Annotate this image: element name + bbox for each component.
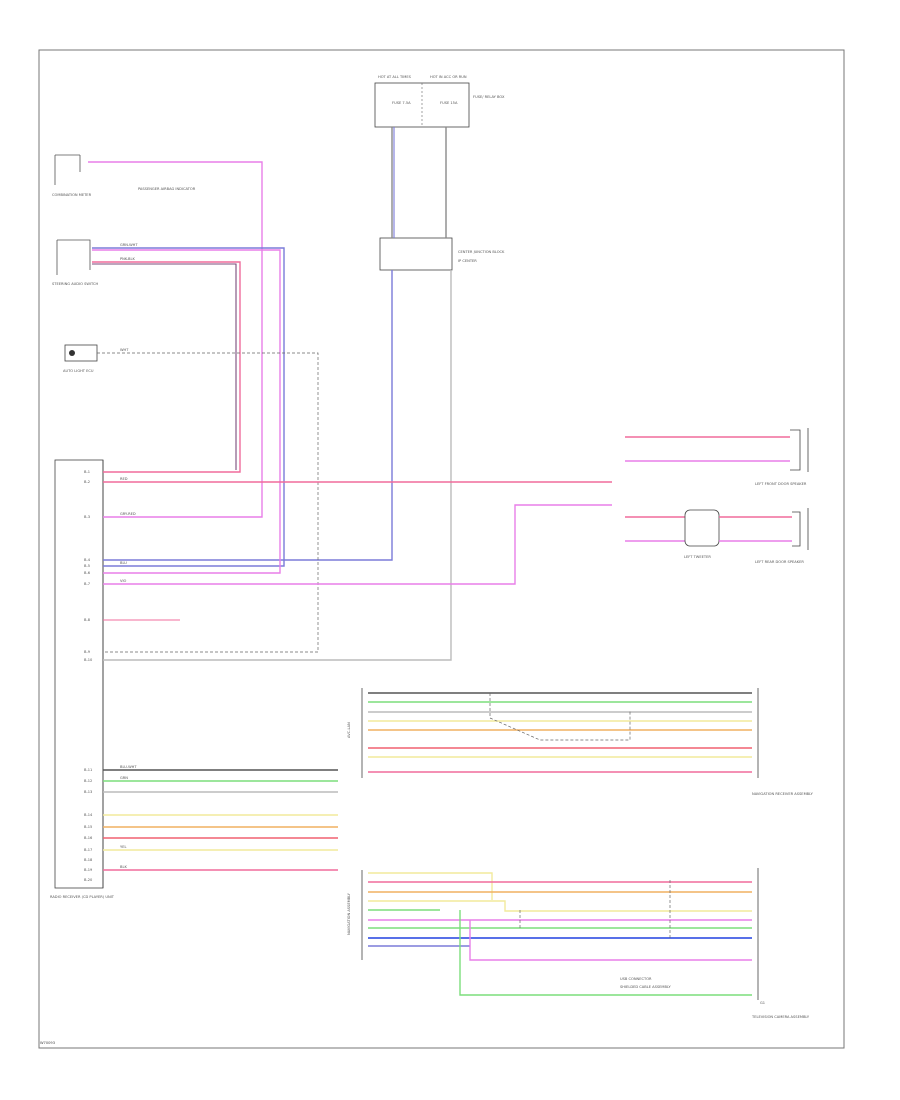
radio-pin-18: B-18 — [84, 858, 93, 862]
wire-steering-3 — [92, 261, 241, 473]
fuse-relay-box: HOT AT ALL TIMES HOT IN ACC OR RUN FUSE … — [374, 75, 505, 128]
wire-label-w4: GRY-RED — [120, 512, 136, 516]
radio-pin-15: B-15 — [84, 825, 92, 829]
radio-pin-8: B-8 — [84, 618, 91, 622]
camera-bus: NAVIGATION ASSEMBLY USB CONNECTOR SHIELD… — [347, 868, 810, 1019]
combination-meter: COMBINATION METER — [52, 154, 92, 197]
radio-pin-19: B-19 — [84, 868, 93, 872]
radio-pin-6: B-6 — [84, 571, 91, 575]
left-front-speaker: LEFT FRONT DOOR SPEAKER — [625, 428, 809, 486]
ecu-label: AUTO LIGHT ECU — [63, 369, 94, 373]
left-tweeter: LEFT TWEETER — [625, 509, 792, 559]
bus-upper-label: AVC-LAN — [347, 722, 351, 738]
wire-label-w2: BLU-WHT — [120, 765, 137, 769]
lf-speaker-label: LEFT FRONT DOOR SPEAKER — [755, 482, 807, 486]
radio-pin-7: B-7 — [84, 582, 90, 586]
cam-line-1 — [368, 872, 493, 900]
camera-label: TELEVISION CAMERA ASSEMBLY — [751, 1015, 810, 1019]
cam-line-11 — [459, 910, 752, 996]
radio-pin-4: B-4 — [84, 558, 91, 562]
radio-pin-10: B-10 — [84, 658, 93, 662]
radio-pin-9: B-9 — [84, 650, 91, 654]
wire-label-w8: YEL — [120, 845, 126, 849]
wire-steering-2 — [92, 249, 281, 574]
steering-switch-label: STEERING AUDIO SWITCH — [52, 282, 98, 286]
fuse-2-label: HOT IN ACC OR RUN — [430, 75, 467, 79]
radio-pin-labels: B-1B-2B-3B-4B-5B-6B-7B-8B-9B-10B-11B-12B… — [84, 470, 93, 882]
fuse-2-rating: FUSE 15A — [440, 101, 458, 105]
bus-lower-label: NAVIGATION ASSEMBLY — [347, 892, 351, 935]
wire-steering-4 — [92, 263, 237, 470]
bus-shield — [489, 693, 631, 741]
left-rear-speaker: LEFT REAR DOOR SPEAKER — [755, 508, 809, 564]
wire-junction1-down — [103, 270, 393, 561]
radio-pin-3: B-3 — [84, 515, 90, 519]
wire-label-w6: RED — [120, 477, 128, 481]
wire-label-w10: BLK — [120, 865, 127, 869]
tweeter-label: LEFT TWEETER — [684, 555, 711, 559]
ground-label: G1 — [760, 1001, 765, 1005]
wire-speaker-2 — [103, 504, 612, 585]
cam-shield — [519, 880, 671, 940]
wire-label-w7: BLU — [120, 561, 127, 565]
wire-steering-1 — [92, 247, 285, 567]
fuse-box-name: FUSE/ RELAY BOX — [473, 95, 505, 99]
cam-line-4 — [368, 900, 752, 912]
cam-line-10 — [469, 920, 752, 961]
wire-ecu — [97, 352, 319, 653]
junction-name: CENTER JUNCTION BLOCK — [458, 250, 505, 254]
wire-junction2-down — [103, 270, 452, 661]
dimmer-switch-label: PASSENGER AIRBAG INDICATOR — [138, 187, 196, 191]
wire-label-w5: WHT — [120, 348, 129, 352]
radio-pin-13: B-13 — [84, 790, 92, 794]
radio-pin-16: B-16 — [84, 836, 93, 840]
usb-label: USB CONNECTOR — [620, 977, 652, 981]
wire-label-w3: PNK-BLK — [120, 257, 135, 261]
radio-pin-1: B-1 — [84, 470, 90, 474]
radio-pin-17: B-17 — [84, 848, 92, 852]
combination-meter-label: COMBINATION METER — [52, 193, 92, 197]
wire-label-w9: GRN — [120, 776, 128, 780]
radio-pin-11: B-11 — [84, 768, 92, 772]
page-frame — [38, 49, 845, 1049]
center-junction-block: CENTER JUNCTION BLOCK IP CENTER — [379, 237, 505, 271]
navigation-bus: AVC-LAN NAVIGATION RECEIVER ASSEMBLY — [347, 688, 814, 796]
shield-note: SHIELDED CABLE ASSEMBLY — [620, 985, 671, 989]
radio-pin-2: B-2 — [84, 480, 90, 484]
radio-pin-5: B-5 — [84, 564, 90, 568]
navigation-label: NAVIGATION RECEIVER ASSEMBLY — [752, 792, 814, 796]
wire-label-w11: VIO — [120, 579, 127, 583]
fuse-1-label: HOT AT ALL TIMES — [378, 75, 412, 79]
radio-pin-14: B-14 — [84, 813, 93, 817]
lr-speaker-label: LEFT REAR DOOR SPEAKER — [755, 560, 804, 564]
junction-location: IP CENTER — [458, 259, 477, 263]
wire-combination-meter — [88, 161, 263, 518]
radio-receiver: RADIO RECEIVER (CD PLAYER) UNIT — [50, 459, 115, 899]
fuse-1-rating: FUSE 7.5A — [392, 101, 411, 105]
radio-pin-12: B-12 — [84, 779, 92, 783]
page-code: W70093 — [40, 1041, 55, 1045]
auto-light-ecu: AUTO LIGHT ECU — [63, 344, 98, 373]
radio-pin-20: B-20 — [84, 878, 93, 882]
wire-label-w1: GRN-WHT — [120, 243, 138, 247]
radio-receiver-label: RADIO RECEIVER (CD PLAYER) UNIT — [50, 895, 115, 899]
steering-switch: STEERING AUDIO SWITCH — [52, 239, 98, 286]
